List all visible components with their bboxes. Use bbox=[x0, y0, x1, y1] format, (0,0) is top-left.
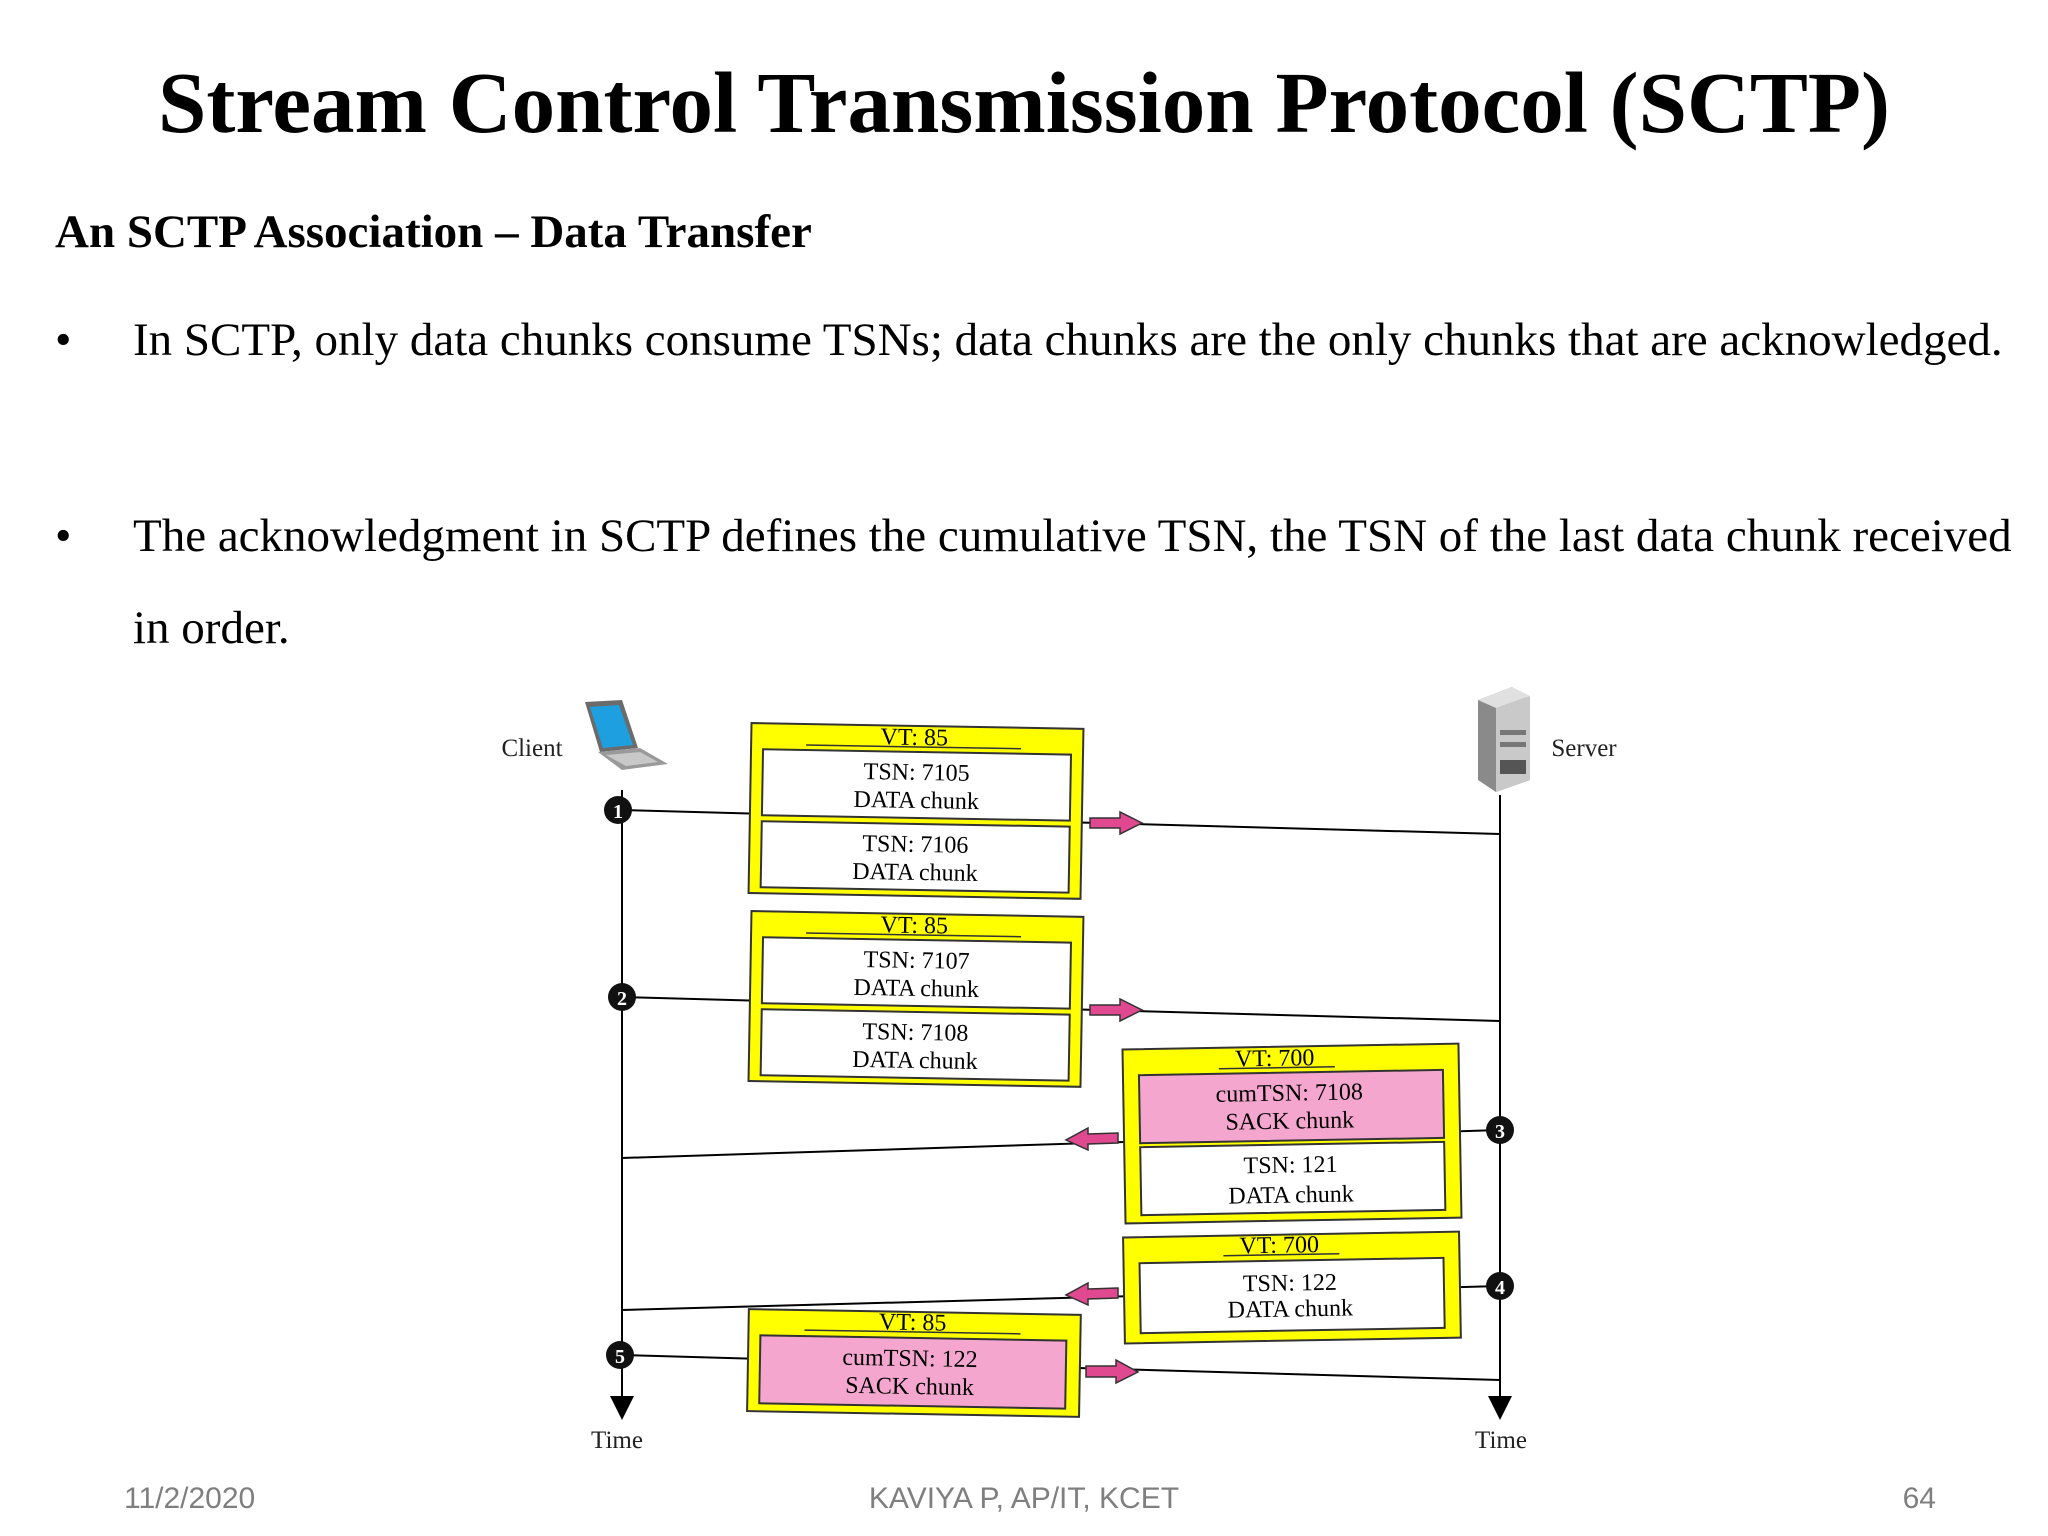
arrow-right-icon bbox=[1090, 812, 1142, 834]
chunk-line1: TSN: 122 bbox=[1243, 1270, 1337, 1298]
step-number: 5 bbox=[615, 1346, 625, 1368]
packet-1: VT: 85 TSN: 7105 DATA chunk TSN: 7106 DA… bbox=[604, 722, 1500, 899]
server-label: Server bbox=[1551, 735, 1617, 762]
arrow-right-icon bbox=[1090, 999, 1142, 1021]
server-time-label: Time bbox=[1475, 1427, 1527, 1454]
chunk-line1: TSN: 121 bbox=[1243, 1152, 1337, 1180]
chunk-line1: TSN: 7108 bbox=[862, 1019, 968, 1047]
chunk-line1: TSN: 7106 bbox=[862, 831, 968, 859]
chunk-line2: DATA chunk bbox=[852, 1047, 978, 1075]
chunk-line2: DATA chunk bbox=[852, 859, 978, 887]
chunk-line2: DATA chunk bbox=[1228, 1181, 1354, 1209]
footer-page-number: 64 bbox=[1903, 1482, 1936, 1516]
laptop-icon bbox=[585, 700, 668, 770]
arrow-right-icon bbox=[1086, 1360, 1138, 1383]
client-time-label: Time bbox=[591, 1427, 643, 1454]
footer-author: KAVIYA P, AP/IT, KCET bbox=[0, 1482, 2048, 1516]
chunk-line1: cumTSN: 7108 bbox=[1215, 1079, 1363, 1108]
arrow-left-icon bbox=[1066, 1128, 1118, 1150]
server-icon bbox=[1478, 687, 1530, 792]
chunk-line2: DATA chunk bbox=[853, 975, 979, 1003]
chunk-line1: cumTSN: 122 bbox=[842, 1345, 978, 1373]
client-label: Client bbox=[501, 735, 562, 762]
chunk-line1: TSN: 7105 bbox=[863, 759, 969, 787]
step-number: 2 bbox=[617, 988, 627, 1010]
step-number: 3 bbox=[1495, 1121, 1505, 1143]
step-number: 1 bbox=[613, 801, 623, 823]
chunk-line1: TSN: 7107 bbox=[863, 947, 969, 975]
chunk-line2: DATA chunk bbox=[853, 787, 979, 815]
arrow-left-icon bbox=[1066, 1283, 1118, 1305]
chunk-line2: SACK chunk bbox=[1225, 1107, 1354, 1135]
chunk-line2: DATA chunk bbox=[1227, 1295, 1353, 1323]
chunk-line2: SACK chunk bbox=[845, 1373, 974, 1401]
step-number: 4 bbox=[1495, 1277, 1505, 1299]
